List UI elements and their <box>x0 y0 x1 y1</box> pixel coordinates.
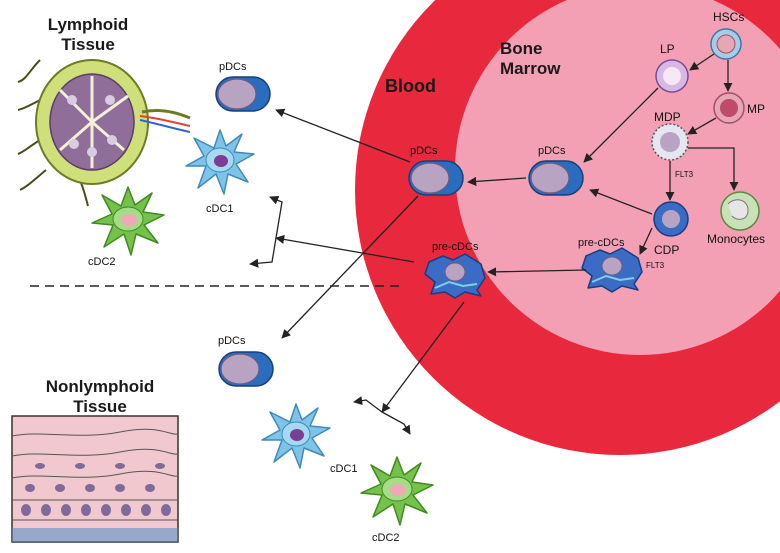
flt3-label-cdp: FLT3 <box>646 261 665 270</box>
hsc-cell <box>710 28 742 60</box>
lp-cell <box>655 59 689 93</box>
monocyte-cell <box>720 191 760 231</box>
monocytes-label: Monocytes <box>707 232 765 246</box>
cdc1-label-lymphoid: cDC1 <box>206 203 234 215</box>
pdc-blood <box>408 160 464 196</box>
pdcs-label-marrow: pDCs <box>538 145 566 157</box>
lymph-node-illustration <box>17 59 191 207</box>
cdp-label: CDP <box>654 243 679 257</box>
hscs-label: HSCs <box>713 10 744 24</box>
epithelium-illustration <box>11 415 179 543</box>
flt3-label-mdp: FLT3 <box>675 170 694 179</box>
precdc-blood <box>424 253 486 299</box>
blood-label: Blood <box>385 76 436 96</box>
fork-arrows <box>249 195 411 435</box>
pdc-nonlymphoid <box>218 351 274 387</box>
cdc2-nonlymphoid <box>360 456 434 526</box>
cdc1-nonlymphoid <box>261 403 331 469</box>
precdcs-label-marrow: pre-cDCs <box>578 237 625 249</box>
pdc-marrow <box>528 160 584 196</box>
cdc2-label-nonlymphoid: cDC2 <box>372 532 400 544</box>
bone-marrow-region <box>455 0 780 355</box>
pdcs-label-blood: pDCs <box>410 145 438 157</box>
pdc-lymphoid <box>215 76 271 112</box>
precdc-marrow <box>581 247 643 293</box>
cdc1-lymphoid <box>185 129 255 195</box>
mp-cell <box>713 92 745 124</box>
precdcs-label-blood: pre-cDCs <box>432 241 479 253</box>
mp-label: MP <box>747 102 765 116</box>
cdc2-lymphoid <box>91 186 165 256</box>
lp-label: LP <box>660 42 675 56</box>
pdcs-label-nonlymphoid: pDCs <box>218 335 246 347</box>
cdp-cell <box>653 201 689 237</box>
pdcs-label-lymphoid: pDCs <box>219 61 247 73</box>
arrows <box>275 53 739 413</box>
mdp-label: MDP <box>654 110 681 124</box>
cdc2-label-lymphoid: cDC2 <box>88 256 116 268</box>
cdc1-label-nonlymphoid: cDC1 <box>330 463 358 475</box>
mdp-cell <box>651 123 689 161</box>
